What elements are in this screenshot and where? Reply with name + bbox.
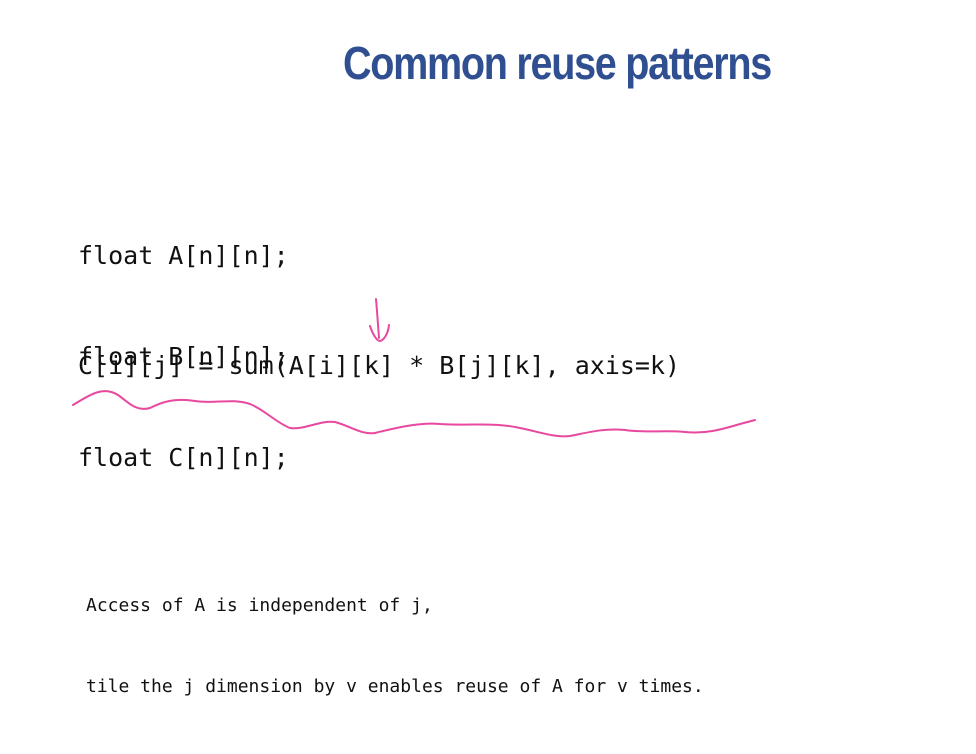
declaration-a: float A[n][n];	[78, 241, 289, 270]
declaration-c: float C[n][n];	[78, 443, 289, 472]
slide-title: Common reuse patterns	[343, 37, 772, 89]
explanation-note: Access of A is independent of j, tile th…	[86, 538, 704, 754]
note-line-2: tile the j dimension by v enables reuse …	[86, 676, 704, 697]
note-line-1: Access of A is independent of j,	[86, 595, 433, 616]
array-declarations: float A[n][n]; float B[n][n]; float C[n]…	[78, 176, 289, 537]
pointer-arrow-icon	[369, 298, 390, 342]
declaration-b: float B[n][n];	[78, 342, 289, 371]
matmul-expression: C[i][j] = sum(A[i][k] * B[j][k], axis=k)	[78, 351, 681, 380]
